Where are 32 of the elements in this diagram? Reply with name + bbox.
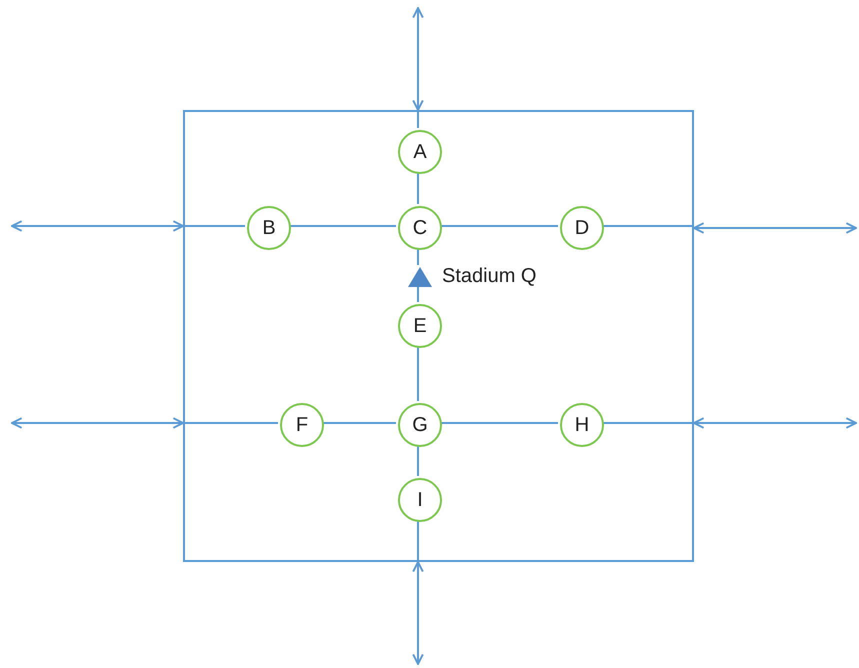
- road-line: [417, 172, 419, 204]
- road-line: [417, 285, 419, 302]
- road-line: [417, 346, 419, 401]
- road-line: [602, 422, 694, 424]
- double-arrow: [412, 7, 424, 111]
- road-line: [322, 422, 396, 424]
- road-line: [417, 110, 419, 128]
- stop-circle: H: [560, 403, 604, 447]
- stop-circle: F: [280, 403, 324, 447]
- stop-circle: A: [398, 130, 442, 174]
- double-arrow: [693, 222, 857, 234]
- road-line: [440, 225, 558, 227]
- road-line: [417, 248, 419, 265]
- double-arrow: [412, 561, 424, 665]
- double-arrow: [11, 220, 184, 232]
- road-line: [289, 225, 396, 227]
- stop-circle: C: [398, 206, 442, 250]
- road-line: [417, 445, 419, 476]
- stop-circle: G: [398, 403, 442, 447]
- stop-circle: I: [398, 478, 442, 522]
- road-line: [602, 225, 694, 227]
- stop-circle: B: [247, 206, 291, 250]
- road-line: [440, 422, 558, 424]
- area-boundary: [183, 110, 694, 562]
- stop-circle: D: [560, 206, 604, 250]
- stop-circle: E: [398, 304, 442, 348]
- road-line: [183, 225, 245, 227]
- double-arrow: [693, 417, 857, 429]
- road-line: [417, 520, 419, 562]
- place-label: Stadium Q: [442, 265, 536, 288]
- double-arrow: [11, 417, 184, 429]
- road-line: [183, 422, 278, 424]
